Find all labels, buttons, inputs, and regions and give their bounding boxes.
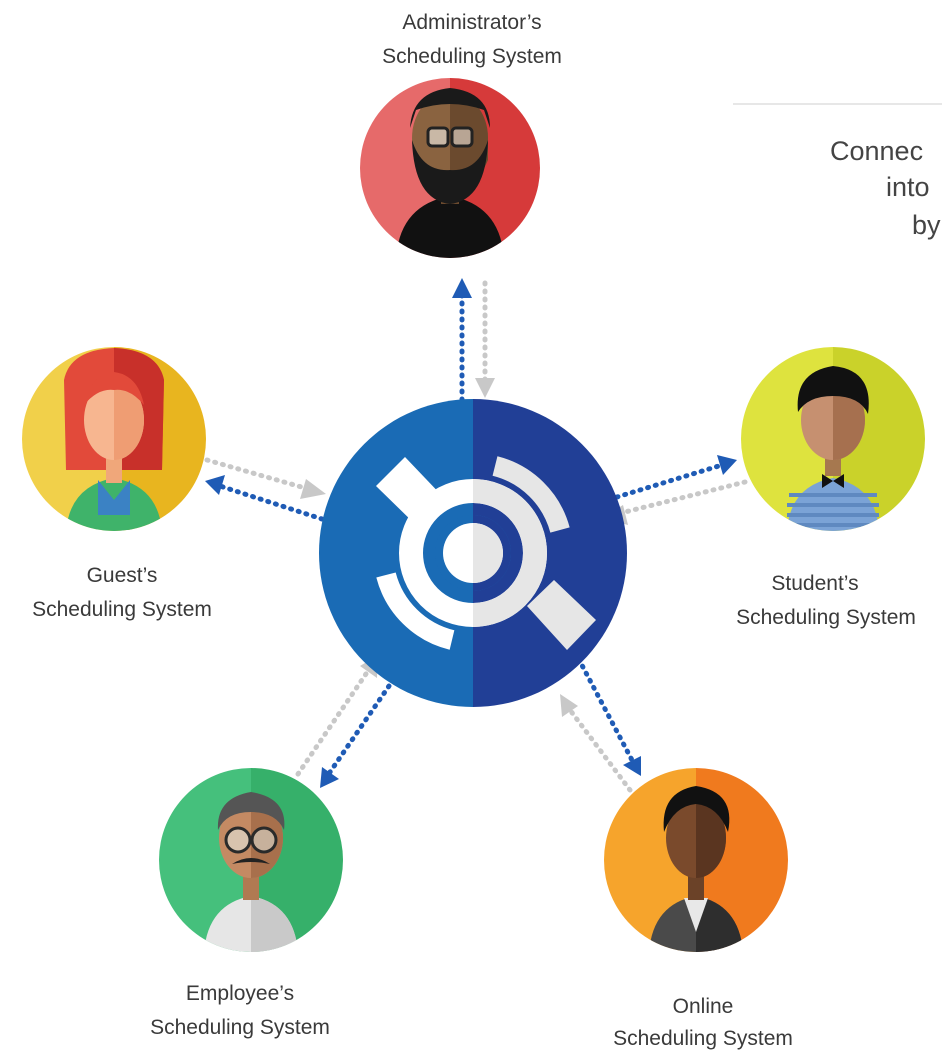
arrow-hub-to-employee (325, 683, 392, 778)
arrow-hub-to-guest (217, 483, 325, 522)
tagline: Connec into by (830, 136, 941, 240)
online-label-line2: Scheduling System (613, 1027, 793, 1050)
arrow-hub-to-online (572, 649, 636, 765)
administrator-label-line1: Administrator’s (402, 11, 541, 34)
tagline-line-3: by (912, 210, 941, 240)
arrow-student-to-hub (614, 479, 748, 517)
woman-suit-avatar-icon (604, 768, 788, 952)
connector-logo-icon (376, 456, 596, 650)
guest-node (22, 347, 206, 531)
red-haired-woman-avatar-icon (22, 347, 206, 531)
arrow-employee-to-hub (295, 665, 373, 777)
mustache-man-glasses-avatar-icon (159, 768, 343, 952)
guest-label-line1: Guest’s (87, 564, 158, 587)
online-node (604, 768, 788, 952)
tagline-line-1: Connec (830, 136, 923, 166)
arrow-hub-to-student (614, 462, 725, 500)
employee-node (159, 768, 343, 952)
employee-label-line2: Scheduling System (150, 1016, 330, 1039)
administrator-label-line2: Scheduling System (382, 45, 562, 68)
young-man-bowtie-avatar-icon (741, 347, 925, 531)
bearded-man-glasses-avatar-icon (360, 78, 540, 258)
online-label-line1: Online (673, 995, 734, 1018)
central-hub (319, 399, 627, 707)
student-label-line1: Student’s (771, 572, 858, 595)
arrow-guest-to-hub (204, 457, 315, 493)
student-node (741, 347, 925, 531)
guest-label-line2: Scheduling System (32, 598, 212, 621)
administrator-node (360, 78, 540, 258)
employee-label-line1: Employee’s (186, 982, 294, 1005)
node-labels: Administrator’s Scheduling System Guest’… (32, 11, 916, 1050)
arrow-online-to-hub (567, 707, 633, 793)
student-label-line2: Scheduling System (736, 606, 916, 629)
tagline-line-2: into (886, 172, 930, 202)
